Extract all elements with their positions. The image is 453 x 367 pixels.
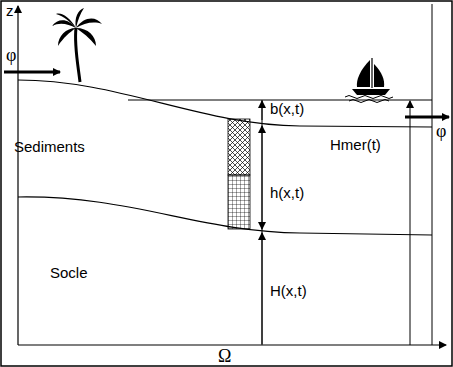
dimension-label: H(x,t) (270, 282, 307, 300)
palm-tree-icon (52, 8, 102, 82)
region-label: Sediments (14, 138, 85, 156)
region-label: Socle (50, 264, 88, 282)
dimension-label: Hmer(t) (330, 136, 381, 154)
flux-label: φ (436, 122, 446, 140)
dimension-label: h(x,t) (270, 184, 304, 202)
axis-label: z (6, 2, 14, 20)
sailboat-icon (345, 58, 393, 103)
flux-label: φ (6, 46, 16, 64)
dimension-label: b(x,t) (270, 100, 304, 118)
domain-label: Ω (218, 347, 231, 365)
